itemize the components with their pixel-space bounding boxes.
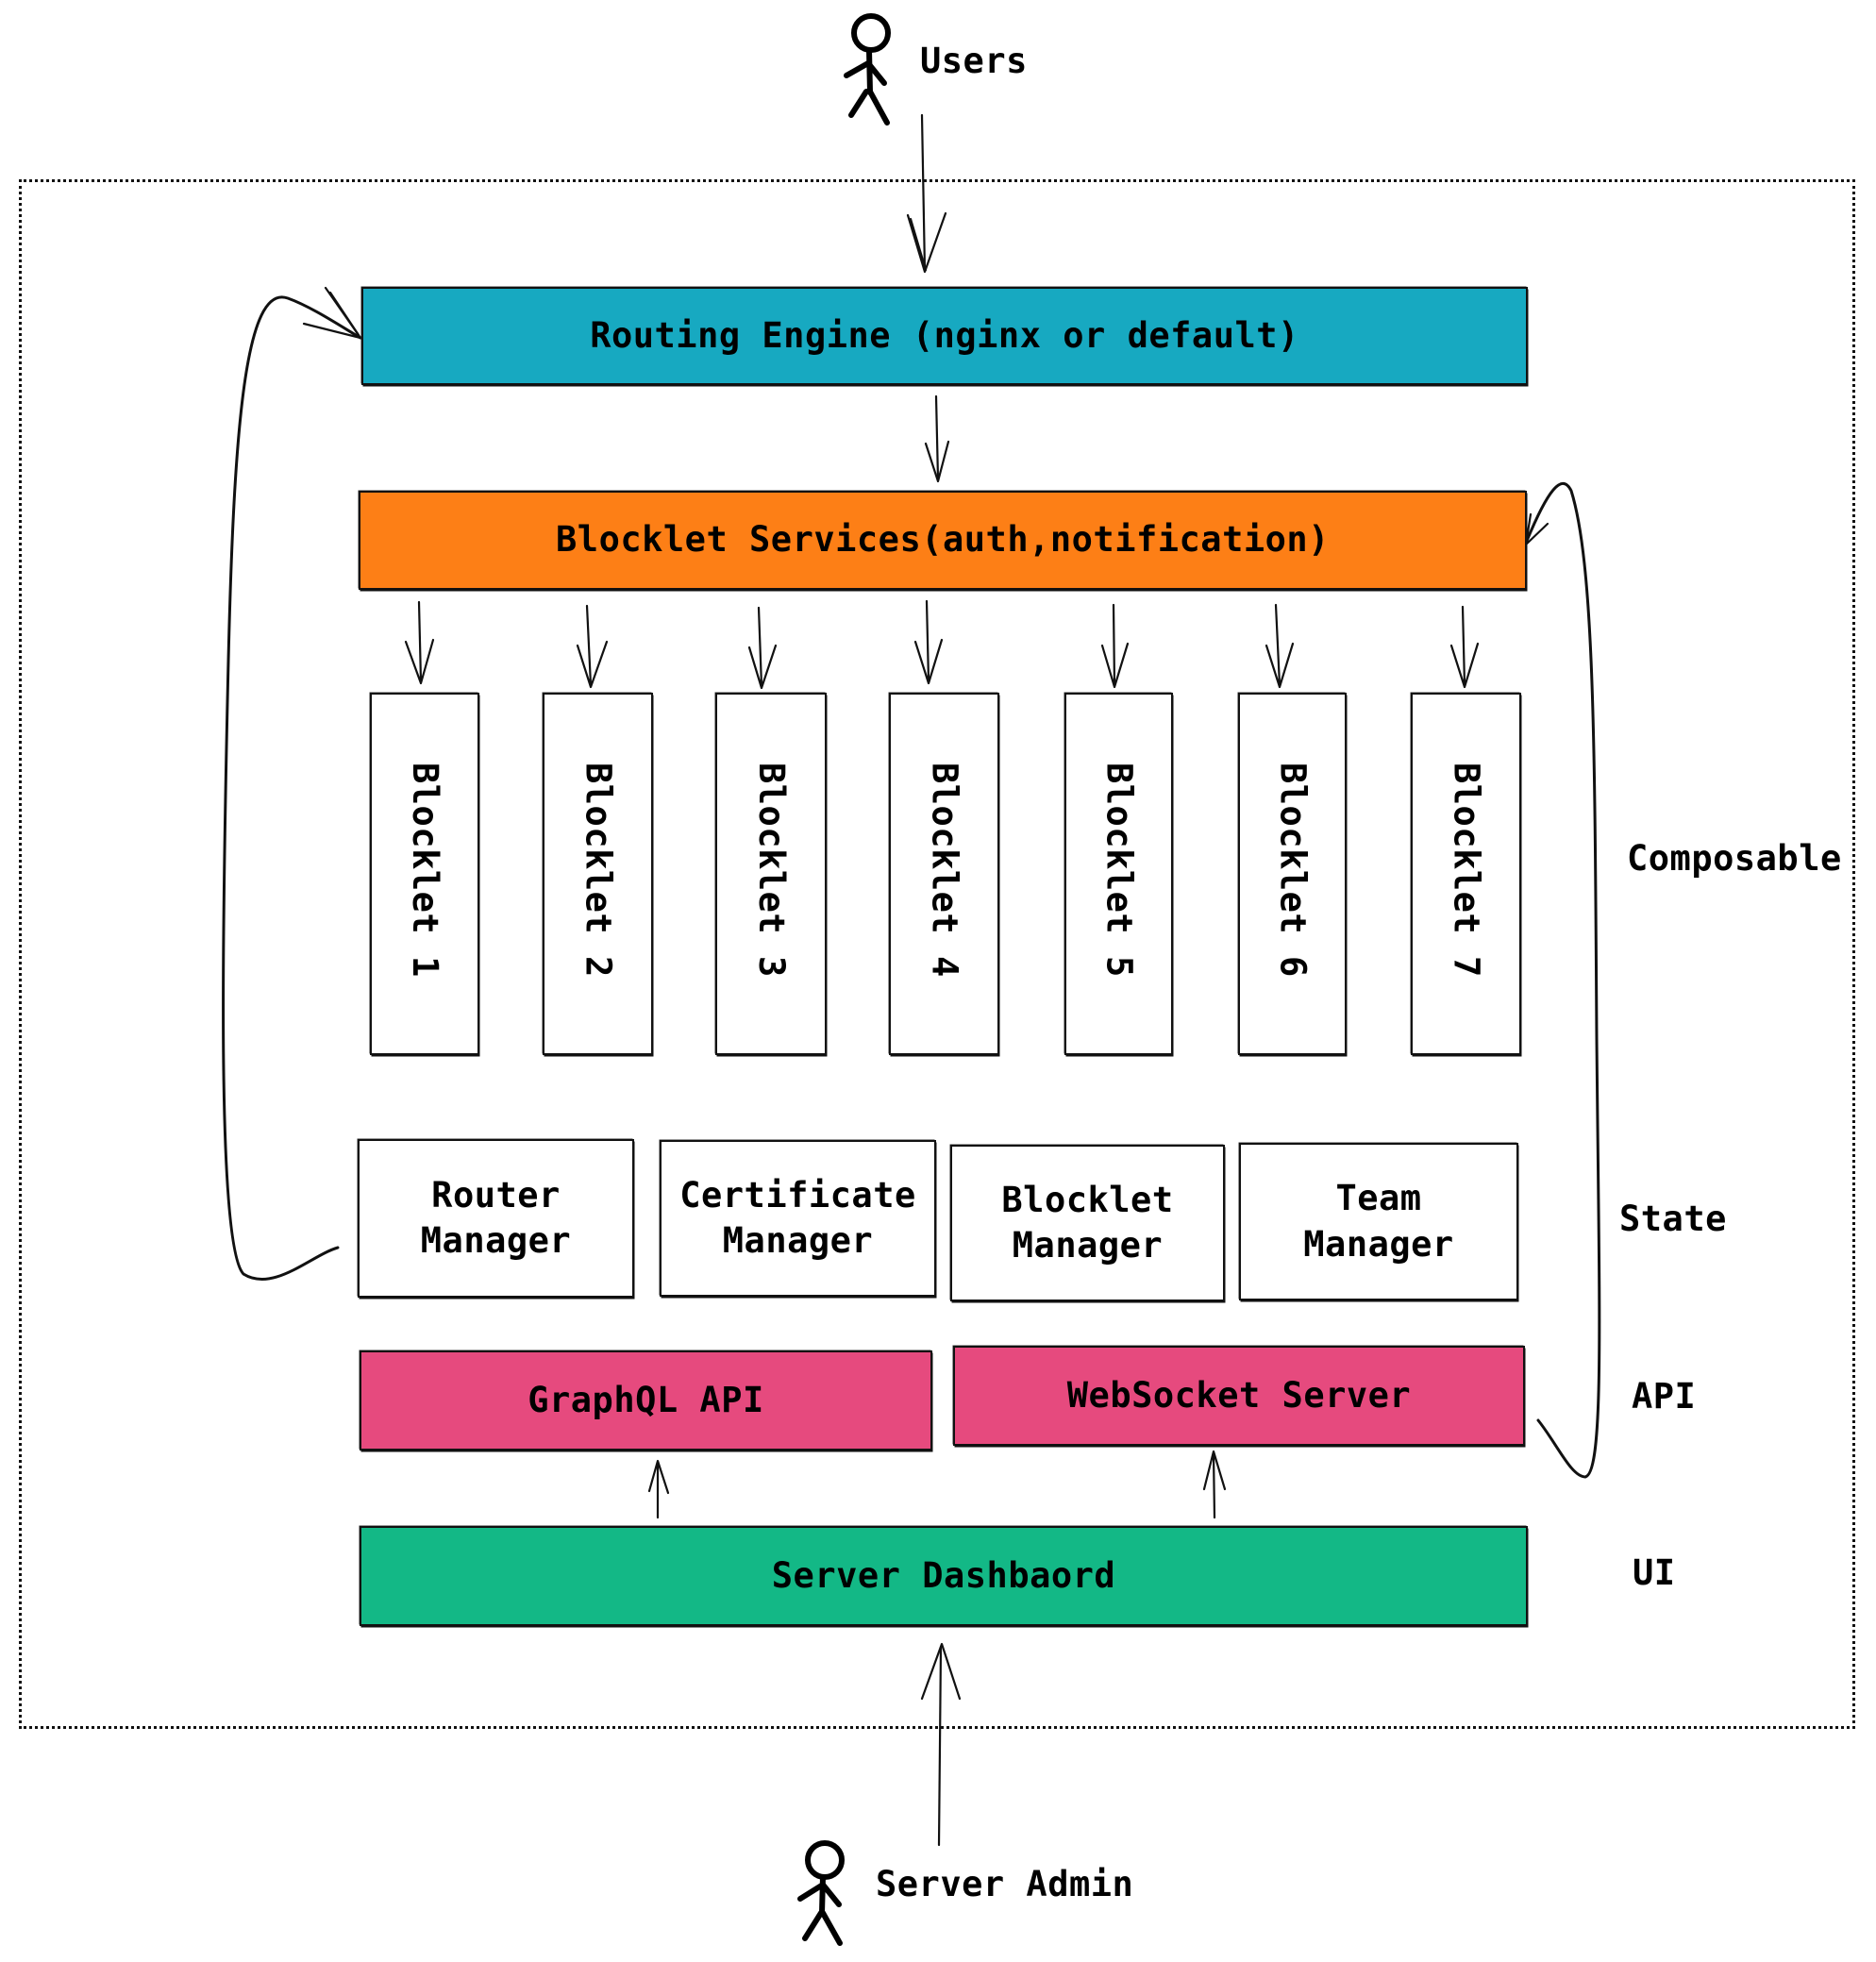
graphql-api-label: GraphQL API [528,1379,764,1420]
routing-engine-label: Routing Engine (nginx or default) [590,314,1299,356]
blocklet-box[interactable]: Blocklet 1 [370,693,479,1055]
state-label: State [1619,1199,1727,1239]
server-dashboard-label: Server Dashbaord [771,1554,1116,1596]
blocklet-manager-box[interactable]: Blocklet Manager [950,1145,1225,1301]
websocket-server-label: WebSocket Server [1066,1374,1412,1416]
blocklet-services-label: Blocklet Services(auth,notification) [556,519,1330,561]
manager-label-line1: Blocklet [1001,1179,1174,1220]
ui-label: UI [1633,1552,1676,1593]
manager-label-line1: Team [1335,1178,1422,1219]
blocklet-box[interactable]: Blocklet 3 [715,693,827,1055]
blocklet-box[interactable]: Blocklet 4 [889,693,999,1055]
manager-label-line2: Manager [1012,1225,1164,1266]
users-label: Users [920,41,1028,81]
server-dashboard-box[interactable]: Server Dashbaord [360,1526,1528,1626]
graphql-api-box[interactable]: GraphQL API [360,1350,932,1451]
websocket-server-box[interactable]: WebSocket Server [953,1346,1525,1446]
routing-engine-box[interactable]: Routing Engine (nginx or default) [361,287,1528,385]
manager-label-line2: Manager [722,1220,874,1261]
blocklet-label: Blocklet 7 [1446,763,1487,978]
admin-label: Server Admin [876,1864,1134,1904]
blocklet-box[interactable]: Blocklet 6 [1238,693,1347,1055]
team-manager-box[interactable]: Team Manager [1239,1143,1518,1300]
api-label: API [1632,1376,1697,1417]
blocklet-label: Blocklet 2 [578,763,619,978]
blocklet-box[interactable]: Blocklet 2 [543,693,653,1055]
blocklet-label: Blocklet 3 [751,763,793,978]
manager-label-line1: Certificate [679,1174,916,1216]
blocklet-label: Blocklet 1 [405,763,446,978]
system-boundary [19,179,1855,1729]
blocklet-services-box[interactable]: Blocklet Services(auth,notification) [359,491,1527,590]
blocklet-label: Blocklet 6 [1272,763,1314,978]
blocklet-label: Blocklet 4 [924,763,965,978]
blocklet-box[interactable]: Blocklet 5 [1064,693,1173,1055]
composable-label: Composable [1627,838,1842,879]
admin-figure-icon [797,1840,845,1946]
blocklet-label: Blocklet 5 [1098,763,1140,978]
manager-label-line1: Router [431,1174,561,1216]
certificate-manager-box[interactable]: Certificate Manager [660,1140,936,1297]
blocklet-box[interactable]: Blocklet 7 [1411,693,1521,1055]
manager-label-line2: Manager [1303,1223,1454,1265]
users-figure-icon [844,13,891,126]
router-manager-box[interactable]: Router Manager [358,1139,634,1298]
manager-label-line2: Manager [420,1220,572,1261]
